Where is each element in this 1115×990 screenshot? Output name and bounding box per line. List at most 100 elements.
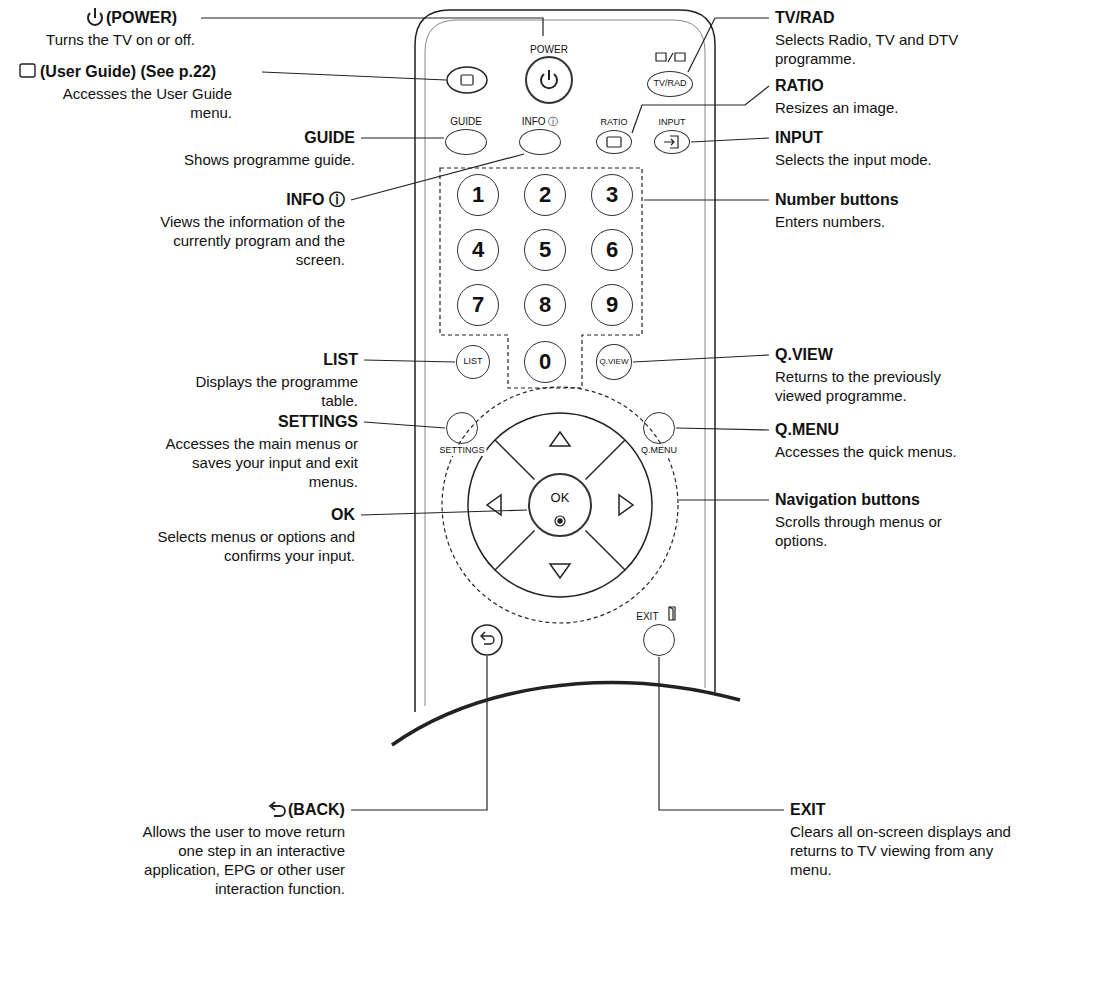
remote-button: 6 bbox=[591, 229, 633, 271]
callout-description: Accesses the main menus or saves your in… bbox=[153, 434, 358, 491]
callout-title: (BACK) bbox=[288, 800, 345, 820]
button-label: 7 bbox=[472, 293, 484, 317]
power-icon bbox=[541, 70, 557, 88]
up-arrow bbox=[550, 432, 570, 446]
callout-title: Number buttons bbox=[775, 190, 1025, 210]
exit-icon bbox=[669, 607, 675, 620]
button-label: Q.VIEW bbox=[600, 358, 629, 367]
back-icon bbox=[481, 632, 494, 644]
leader-line bbox=[688, 18, 769, 72]
leader-line bbox=[644, 199, 769, 200]
callout-description: Selects menus or options and confirms yo… bbox=[140, 527, 355, 565]
remote-button: 2 bbox=[524, 174, 566, 216]
user-guide-title-icon bbox=[20, 64, 35, 77]
button-label: 6 bbox=[606, 238, 618, 262]
labelled-button: POWER bbox=[525, 56, 573, 104]
button-label: 8 bbox=[539, 293, 551, 317]
leader-line bbox=[201, 18, 543, 36]
navigation-divider bbox=[586, 440, 626, 480]
labelled-button: INFO ⓘ bbox=[519, 129, 561, 155]
remote-button: Q.VIEW bbox=[596, 344, 633, 380]
button-caption: POWER bbox=[528, 44, 570, 55]
callout-title: INPUT bbox=[775, 128, 1025, 148]
leader-line bbox=[364, 422, 445, 428]
leader-line bbox=[659, 657, 784, 810]
callout-description: Shows programme guide. bbox=[135, 150, 355, 169]
ratio-icon bbox=[607, 137, 621, 147]
callout-description: Returns to the previously viewed program… bbox=[775, 367, 960, 405]
remote-button: TV/RAD bbox=[647, 71, 693, 97]
tv-radio-icon bbox=[656, 53, 685, 62]
down-arrow bbox=[550, 564, 570, 578]
labelled-button: INPUT bbox=[654, 130, 690, 154]
navigation-divider bbox=[495, 440, 535, 480]
number-group-outline bbox=[440, 168, 642, 388]
button-label: 5 bbox=[539, 238, 551, 262]
ok-dot bbox=[555, 516, 565, 526]
callout-description: Scrolls through menus or options. bbox=[775, 512, 955, 550]
callout-title: LIST bbox=[183, 350, 358, 370]
leader-line bbox=[691, 138, 769, 142]
user-guide-button bbox=[447, 67, 487, 93]
ok-dot bbox=[558, 519, 562, 523]
button-caption: EXIT bbox=[634, 611, 660, 622]
remote-button: 4 bbox=[457, 229, 499, 271]
remote-bevel bbox=[425, 20, 705, 706]
callout-title: Q.MENU bbox=[775, 420, 1025, 440]
leader-line bbox=[364, 360, 455, 362]
navigation-outline bbox=[442, 387, 678, 623]
leader-line bbox=[632, 86, 769, 133]
callout-description: Displays the programme table. bbox=[183, 372, 358, 410]
remote-button: 9 bbox=[591, 284, 633, 326]
leader-line bbox=[262, 72, 446, 80]
remote-button: 7 bbox=[457, 284, 499, 326]
callout-description: Selects Radio, TV and DTV programme. bbox=[775, 30, 975, 68]
left-arrow bbox=[487, 495, 501, 515]
back-button bbox=[472, 625, 502, 655]
remote-button: OK bbox=[528, 473, 592, 537]
callout-title: EXIT bbox=[790, 800, 1015, 820]
leader-line bbox=[361, 510, 527, 515]
remote-button: 0 bbox=[524, 341, 566, 383]
power-title-icon bbox=[88, 8, 102, 25]
labelled-button: GUIDE bbox=[445, 129, 487, 155]
button-label: 2 bbox=[539, 183, 551, 207]
leader-line bbox=[633, 355, 769, 362]
labelled-button: RATIO bbox=[596, 130, 632, 154]
button-label: 0 bbox=[539, 350, 551, 374]
button-caption: INPUT bbox=[657, 118, 688, 128]
callout-title: TV/RAD bbox=[775, 8, 975, 28]
button-label: 4 bbox=[472, 238, 484, 262]
navigation-ring bbox=[468, 413, 652, 597]
remote-button: LIST bbox=[456, 345, 490, 379]
back-title-icon bbox=[270, 802, 285, 816]
callout-title: OK bbox=[140, 505, 355, 525]
remote-button: 1 bbox=[457, 174, 499, 216]
navigation-divider bbox=[586, 531, 626, 571]
remote-button: 5 bbox=[524, 229, 566, 271]
callout-description: Clears all on-screen displays and return… bbox=[790, 822, 1015, 879]
labelled-button: SETTINGS bbox=[446, 412, 478, 444]
remote-body bbox=[415, 10, 715, 712]
button-label: 1 bbox=[472, 183, 484, 207]
callout-description: Turns the TV on or off. bbox=[0, 30, 195, 49]
button-label: 9 bbox=[606, 293, 618, 317]
user-guide-icon bbox=[461, 75, 473, 85]
callout-title: Q.VIEW bbox=[775, 345, 960, 365]
button-label: TV/RAD bbox=[653, 79, 686, 89]
button-label: OK bbox=[551, 491, 570, 505]
callout-description: Accesses the quick menus. bbox=[775, 442, 1025, 461]
labelled-button: EXIT bbox=[643, 624, 675, 656]
callout-title: (User Guide) (See p.22) bbox=[40, 62, 216, 82]
button-caption: SETTINGS bbox=[437, 446, 486, 456]
button-caption: GUIDE bbox=[448, 116, 484, 127]
button-label: 3 bbox=[606, 183, 618, 207]
button-label: LIST bbox=[463, 357, 482, 367]
leader-line bbox=[351, 656, 487, 810]
remote-button: 3 bbox=[591, 174, 633, 216]
callout-title: (POWER) bbox=[106, 8, 177, 28]
callout-title: SETTINGS bbox=[153, 412, 358, 432]
cut-wave bbox=[392, 683, 740, 745]
callout-description: Allows the user to move return one step … bbox=[120, 822, 345, 898]
